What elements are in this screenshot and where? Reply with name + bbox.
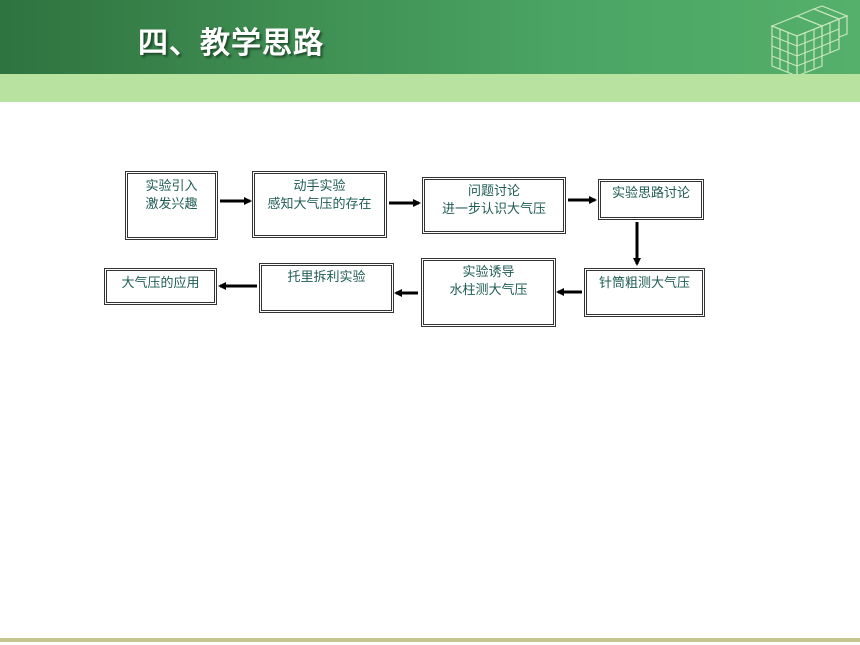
flow-node-n3-line2: 进一步认识大气压 — [441, 202, 546, 217]
header-bar — [0, 0, 860, 74]
flow-node-n4: 实验思路讨论 — [598, 179, 704, 220]
flow-node-n3-line1: 问题讨论 — [467, 184, 520, 199]
flow-node-n2-line1: 动手实验 — [293, 179, 346, 194]
flow-node-n1-line2: 激发兴趣 — [145, 197, 198, 212]
header-band — [0, 74, 860, 102]
flow-node-n8-line1: 大气压的应用 — [121, 276, 200, 291]
flow-node-n2: 动手实验 感知大气压的存在 — [252, 171, 387, 238]
flow-node-n6-line1: 实验诱导 — [462, 265, 515, 280]
flow-node-n7-line1: 托里拆利实验 — [287, 270, 366, 285]
flow-node-n1: 实验引入 激发兴趣 — [125, 171, 218, 240]
flow-node-n5-line1: 针筒粗测大气压 — [598, 276, 690, 291]
footer-line — [0, 638, 860, 642]
flow-node-n4-line1: 实验思路讨论 — [611, 186, 690, 201]
flow-node-n7: 托里拆利实验 — [259, 263, 394, 313]
flow-node-n2-line2: 感知大气压的存在 — [267, 197, 372, 212]
flow-node-n6: 实验诱导 水柱测大气压 — [421, 258, 556, 327]
flow-node-n1-line1: 实验引入 — [145, 179, 198, 194]
flow-node-n8: 大气压的应用 — [104, 268, 217, 305]
cube-logo-icon — [770, 5, 849, 74]
flow-node-n5: 针筒粗测大气压 — [584, 268, 705, 317]
flow-node-n3: 问题讨论 进一步认识大气压 — [422, 177, 566, 234]
flow-node-n6-line2: 水柱测大气压 — [449, 283, 528, 298]
slide-title: 四、教学思路 — [138, 26, 324, 61]
